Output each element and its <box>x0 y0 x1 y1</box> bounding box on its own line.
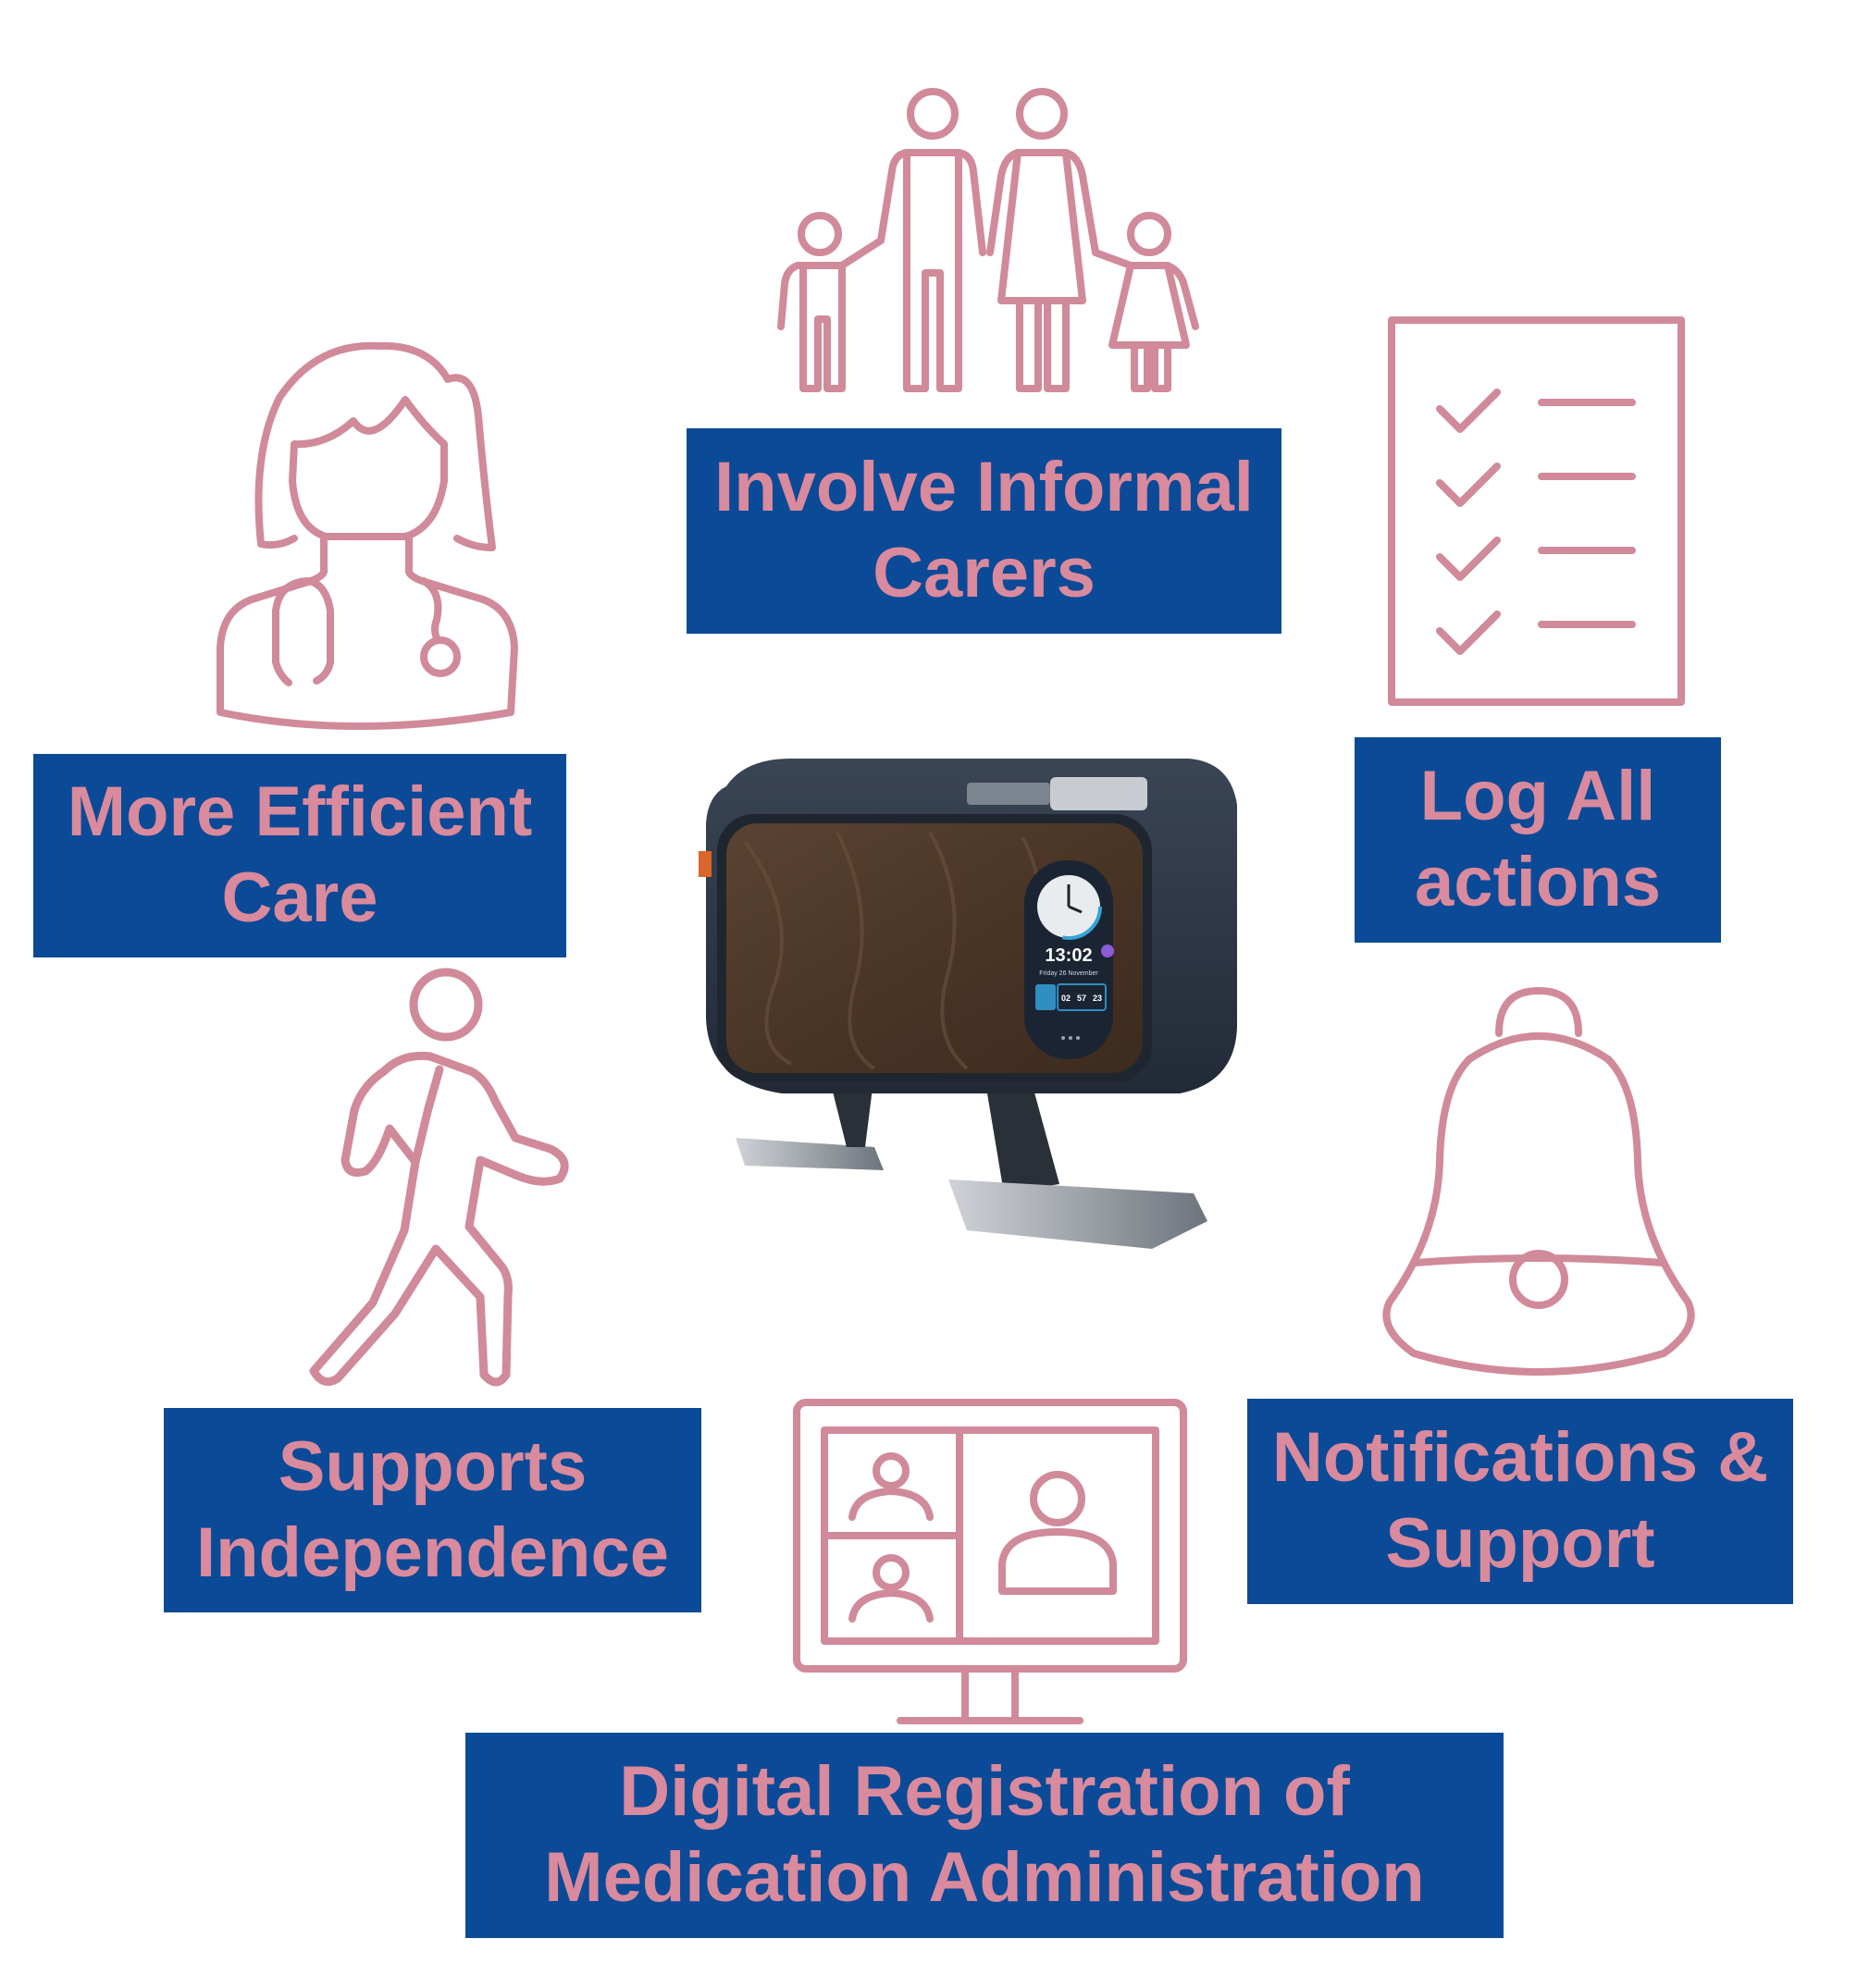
label-line: Notifications & <box>1271 1418 1769 1498</box>
label-line: Support <box>1385 1504 1655 1583</box>
device-counter-1: 02 <box>1061 994 1071 1003</box>
label-supports-independence: Supports Independence <box>164 1408 701 1612</box>
family-icon <box>768 88 1212 393</box>
label-line: actions <box>1414 843 1662 921</box>
device-time: 13:02 <box>1045 945 1092 966</box>
medication-dispenser-device: 13:02 Friday 26 November 02 57 23 <box>689 749 1249 1253</box>
walking-person-icon <box>301 968 569 1388</box>
label-line: Independence <box>196 1513 669 1592</box>
device-counter-3: 23 <box>1093 994 1102 1003</box>
nurse-icon <box>215 341 520 735</box>
device-counter-2: 57 <box>1077 994 1086 1003</box>
label-line: Carers <box>873 534 1096 612</box>
device-date: Friday 26 November <box>1039 970 1098 977</box>
checklist-icon <box>1386 315 1687 708</box>
label-line: Medication Administration <box>544 1838 1425 1917</box>
label-notifications-support: Notifications & Support <box>1247 1399 1793 1604</box>
bell-icon <box>1368 985 1710 1376</box>
label-more-efficient-care: More Efficient Care <box>33 754 566 957</box>
label-line: More Efficient <box>67 772 533 852</box>
label-line: Involve Informal <box>714 448 1254 527</box>
label-line: Care <box>221 858 378 937</box>
label-line: Supports <box>278 1426 588 1506</box>
label-digital-registration: Digital Registration of Medication Admin… <box>465 1733 1504 1938</box>
label-line: Digital Registration of <box>619 1752 1350 1832</box>
video-call-monitor-icon <box>791 1397 1189 1730</box>
label-log-all-actions: Log All actions <box>1355 737 1721 943</box>
label-line: Log All <box>1419 757 1656 836</box>
label-involve-informal-carers: Involve Informal Carers <box>687 428 1281 634</box>
